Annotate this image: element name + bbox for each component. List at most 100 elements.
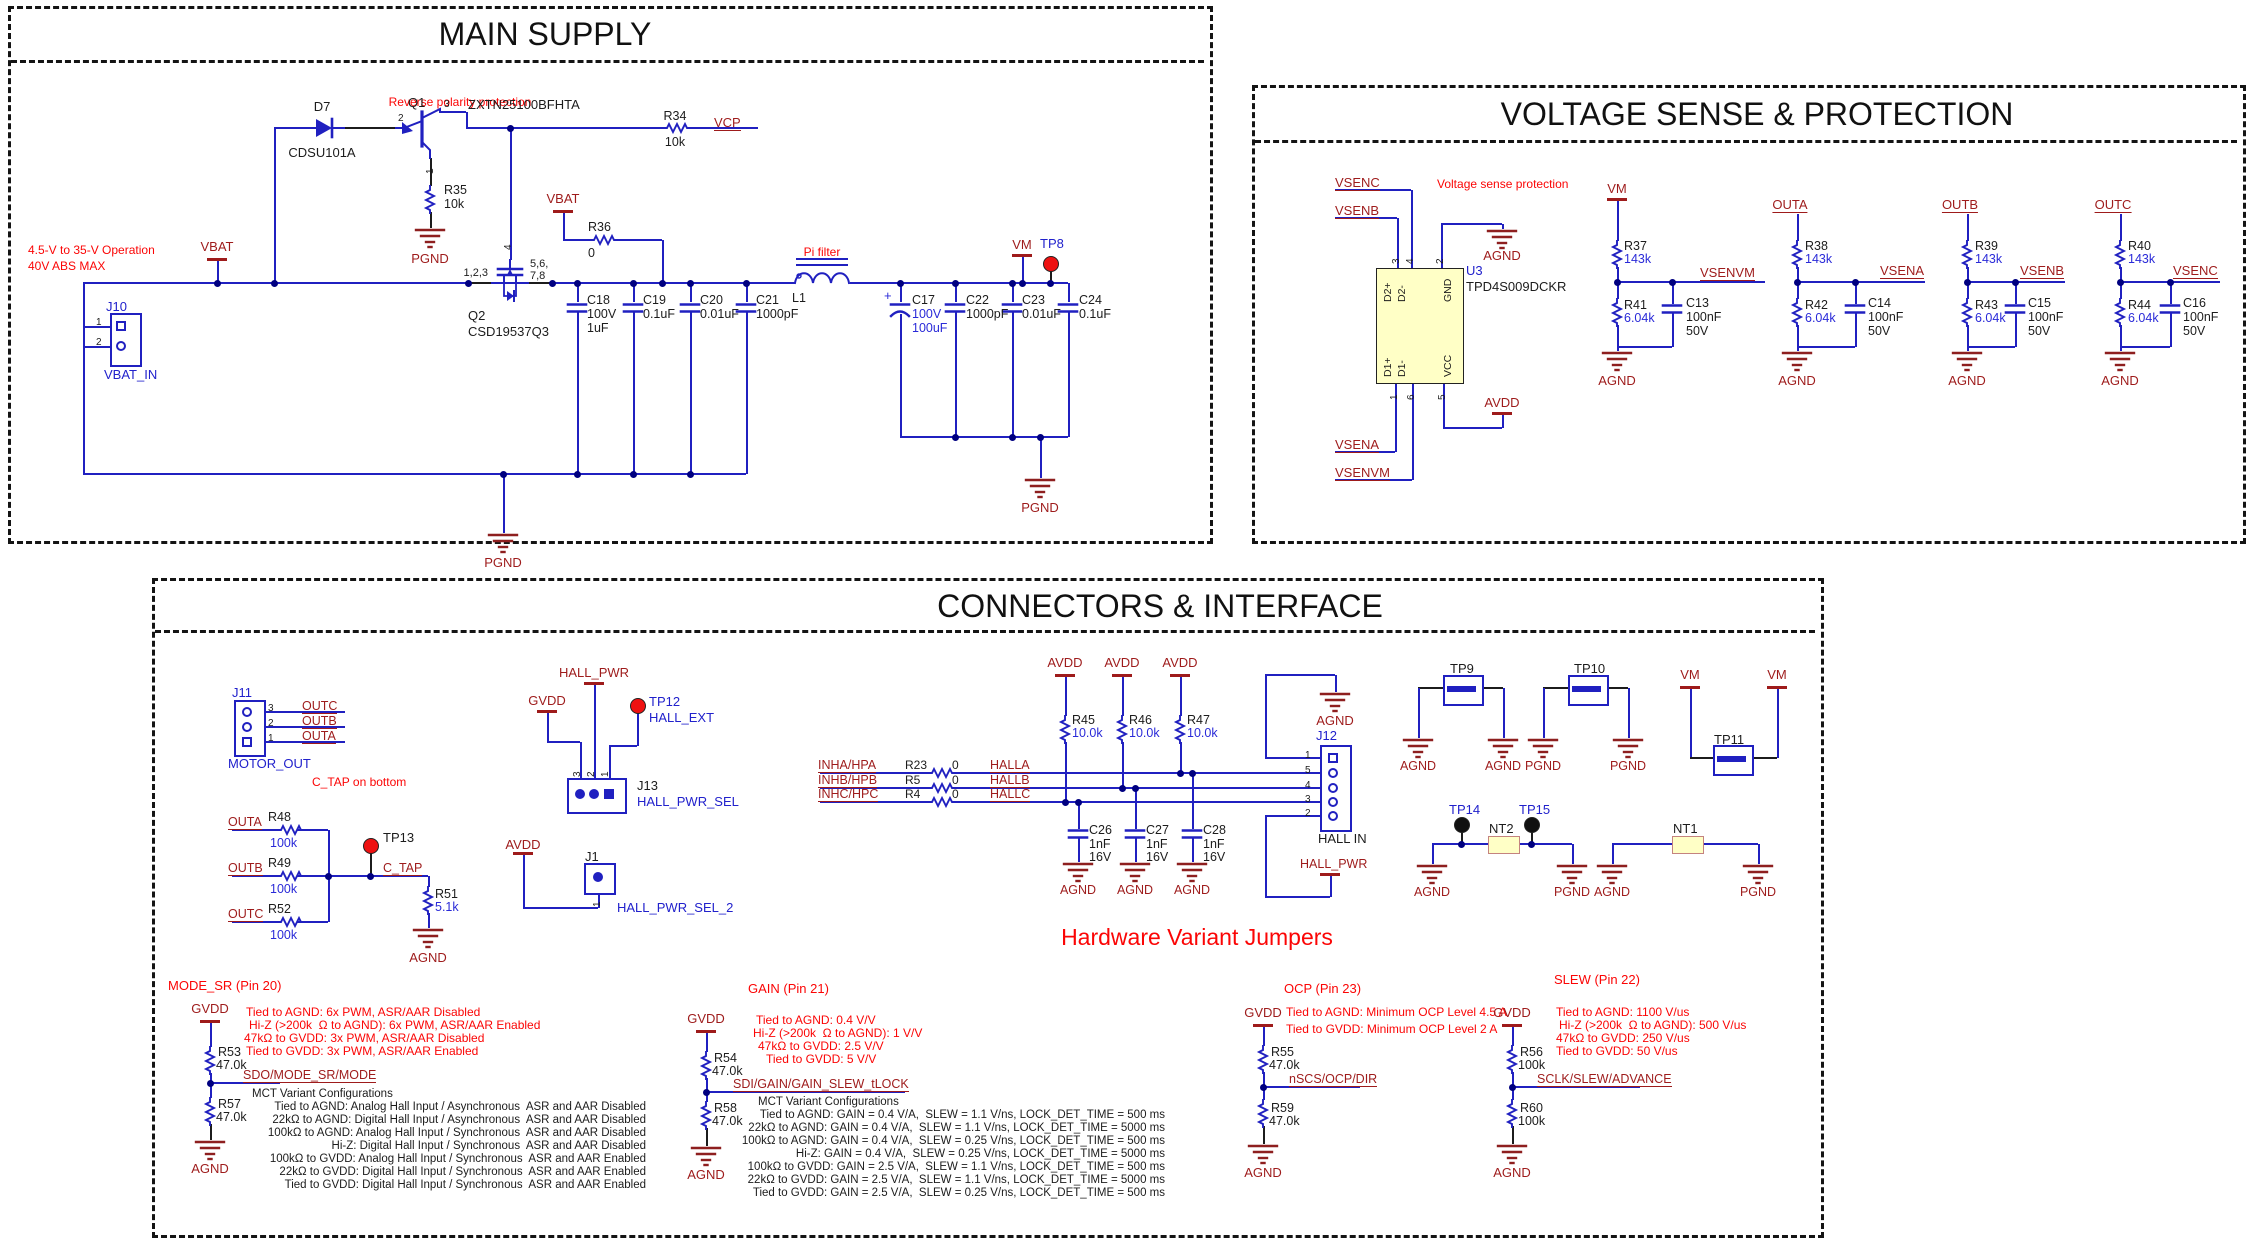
- wire-segment: [662, 240, 664, 283]
- label-100v: 100V: [912, 307, 942, 321]
- label-avdd: AVDD: [1104, 655, 1140, 670]
- ground-symbol: [690, 1146, 722, 1167]
- junction-dot: [951, 433, 959, 441]
- wire-segment: [1022, 257, 1024, 283]
- connector-pin-sq: [1328, 753, 1338, 763]
- testpoint: [1524, 817, 1540, 833]
- label-0: 0: [952, 787, 959, 801]
- power-flag-bar: [1767, 686, 1787, 689]
- resistor: [1173, 715, 1187, 744]
- label-47-0k: 47.0k: [216, 1058, 247, 1072]
- ground-symbol: [414, 228, 446, 249]
- wire-segment: [1443, 382, 1445, 428]
- wire-segment: [1078, 837, 1080, 862]
- label-1nf: 1nF: [1146, 837, 1168, 851]
- label-1: 1: [1305, 750, 1311, 761]
- connector-pin-ci: [1328, 811, 1338, 821]
- label-2: 2: [96, 337, 102, 348]
- wire-segment: [1065, 742, 1067, 802]
- wire-segment: [1265, 675, 1267, 758]
- resistor: [1505, 1045, 1519, 1074]
- connector-pin-ci: [1328, 783, 1338, 793]
- resistor: [1790, 298, 1804, 327]
- wire-segment: [1543, 687, 1568, 689]
- label-outb: OUTB: [228, 861, 263, 877]
- ground-symbol: [1247, 1144, 1279, 1165]
- label-143k: 143k: [2128, 252, 2156, 266]
- resistor: [276, 869, 305, 883]
- label-100v: 100V: [587, 307, 617, 321]
- label-r23: R23: [905, 758, 928, 772]
- wire-segment: [1078, 802, 1080, 829]
- label-47-0k: 47.0k: [216, 1110, 247, 1124]
- label-r34: R34: [663, 109, 687, 123]
- connector-pin-ci: [116, 341, 126, 351]
- label-3: 3: [444, 99, 450, 110]
- wire-segment: [1411, 190, 1413, 268]
- label-zxtn25100bfhta: ZXTN25100BFHTA: [468, 97, 580, 112]
- label-c26: C26: [1089, 823, 1112, 837]
- label-16v: 16V: [1089, 850, 1112, 864]
- label-2: 2: [268, 718, 274, 729]
- label-c13: C13: [1686, 296, 1709, 310]
- label-tp15: TP15: [1519, 802, 1551, 817]
- junction-dot: [1036, 433, 1044, 441]
- label-inhb-hpb: INHB/HPB: [818, 773, 878, 789]
- label-r57: R57: [218, 1097, 241, 1111]
- label-0-01uf: 0.01uF: [700, 307, 739, 321]
- label-r47: R47: [1187, 713, 1210, 727]
- wire-segment: [1265, 757, 1320, 759]
- label-1nf: 1nF: [1089, 837, 1111, 851]
- label-vbat-in: VBAT_IN: [104, 367, 158, 382]
- capacitor: [622, 303, 644, 313]
- wire-segment: [83, 326, 112, 328]
- wire-segment: [1967, 214, 1969, 241]
- wire-segment: [1461, 831, 1463, 844]
- wire-segment: [690, 312, 692, 474]
- label-10k: 10k: [664, 135, 686, 149]
- label-r51: R51: [435, 887, 458, 901]
- resistor: [203, 1046, 217, 1075]
- label-6: 6: [1406, 394, 1417, 400]
- wire-segment: [955, 312, 957, 437]
- label-outa: OUTA: [228, 815, 262, 831]
- wire-segment: [850, 282, 1068, 284]
- label-inhc-hpc: INHC/HPC: [818, 787, 879, 803]
- net-tie: [1488, 836, 1520, 854]
- label-16v: 16V: [1146, 850, 1169, 864]
- label-mct-variant-configurations: MCT Variant Configurations: [252, 1088, 393, 1100]
- wire-segment: [466, 112, 468, 128]
- wire-segment: [1855, 312, 1857, 347]
- section-header-line-voltage-sense: [1255, 140, 2237, 143]
- connector-pin-fci: [589, 789, 599, 799]
- label-r48: R48: [268, 810, 291, 824]
- capacitor: [566, 303, 588, 313]
- label-q1: Q1: [408, 95, 426, 110]
- label-c16: C16: [2183, 296, 2206, 310]
- junction-dot: [702, 1088, 710, 1096]
- label-d7: D7: [313, 99, 331, 114]
- label-0: 0: [952, 773, 959, 787]
- section-title-voltage-sense: VOLTAGE SENSE & PROTECTION: [1500, 96, 2014, 132]
- label-r37: R37: [1624, 239, 1647, 253]
- label-csd19537q3: CSD19537Q3: [468, 324, 549, 339]
- wire-segment: [297, 829, 328, 831]
- resistor: [662, 121, 691, 135]
- wire-segment: [617, 239, 662, 241]
- wire-segment: [746, 312, 748, 474]
- wire-segment: [1502, 224, 1504, 229]
- capacitor: [2004, 304, 2026, 314]
- label-tied-to-agnd-1100-v-us: Tied to AGND: 1100 V/us: [1556, 1005, 1690, 1019]
- label-vbat: VBAT: [200, 239, 234, 254]
- wire-segment: [2120, 214, 2122, 241]
- wire-segment: [523, 854, 525, 908]
- label-agnd: AGND: [191, 1161, 229, 1176]
- wire-segment: [428, 876, 430, 887]
- wire-segment: [428, 913, 430, 928]
- resistor: [2113, 240, 2127, 269]
- junction-dot: [951, 279, 959, 287]
- label-pgnd: PGND: [1553, 885, 1591, 899]
- wire-segment: [1443, 427, 1502, 429]
- power-flag-bar: [207, 258, 227, 261]
- label-halla: HALLA: [990, 758, 1030, 774]
